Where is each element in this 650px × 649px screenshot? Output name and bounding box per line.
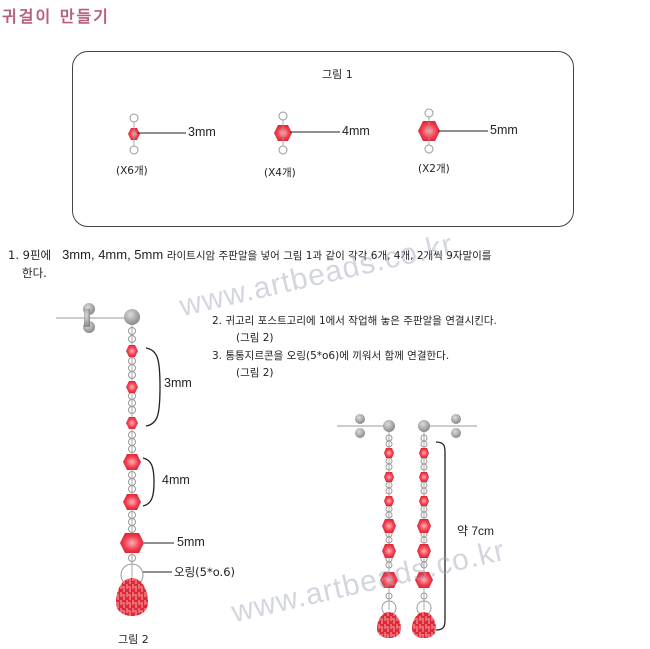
fig2-label-3mm: 3mm (164, 376, 192, 390)
page-title: 귀걸이 만들기 (2, 7, 110, 26)
step-1-line-2: 한다. (22, 266, 47, 280)
step-1-prefix: 1. 9핀에 (8, 248, 52, 262)
fig1-label-5mm: 5mm (490, 123, 518, 137)
fig1-count-4mm: (X4개) (264, 167, 296, 179)
fig1-bead-3mm (128, 113, 186, 155)
step-2-line-1: 2. 귀고리 포스트고리에 1에서 작업해 놓은 주판알을 연결시킨다. (212, 315, 497, 327)
step-1-sizes: 3mm, 4mm, 5mm (62, 247, 164, 262)
fig1-label-3mm: 3mm (188, 125, 216, 139)
step-1-suffix: 라이트시암 주판알을 넣어 그림 1과 같이 각각 6개, 4개, 2개씩 9자… (166, 250, 492, 262)
fig2-earring (56, 303, 174, 616)
fig3-earring-pair (337, 414, 477, 638)
fig2-label-oring: 오링(5*o.6) (174, 565, 236, 579)
step-1-line-1: 1. 9핀에 3mm, 4mm, 5mm 라이트시암 주판알을 넣어 그림 1과… (8, 247, 491, 263)
fig1-count-5mm: (X2개) (418, 163, 450, 175)
step-3-line-2: (그림 2) (236, 367, 274, 379)
fig2-label-4mm: 4mm (162, 473, 190, 487)
step-2-line-2: (그림 2) (236, 332, 274, 344)
fig1-bead-5mm (418, 108, 488, 154)
figure-1-caption: 그림 1 (322, 68, 353, 81)
fig2-label-5mm: 5mm (177, 535, 205, 549)
fig1-bead-4mm (274, 111, 340, 155)
fig1-label-4mm: 4mm (342, 124, 370, 138)
figure-2-caption: 그림 2 (118, 633, 149, 646)
figure-1-box (72, 51, 574, 227)
fig1-count-3mm: (X6개) (116, 165, 148, 177)
step-3-line-1: 3. 통통지르콘을 오링(5*o6)에 끼워서 함께 연결한다. (212, 350, 450, 362)
fig3-length-label: 약 7cm (457, 524, 495, 538)
